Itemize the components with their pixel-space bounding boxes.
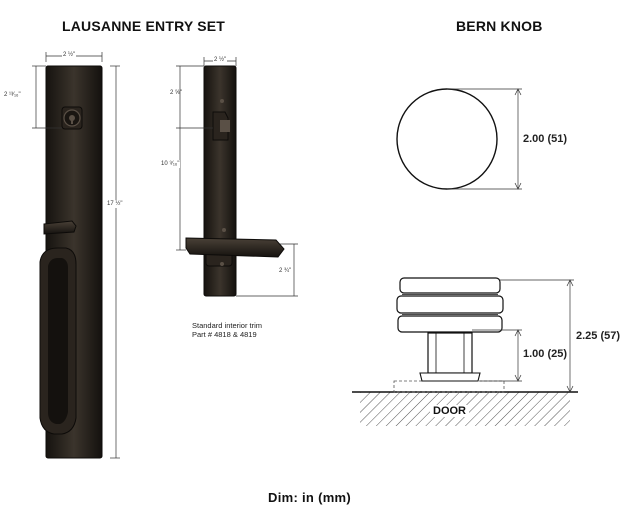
deadbolt-offset-label: 2 ¹³⁄₁₆"	[4, 92, 21, 98]
screw-top	[220, 99, 224, 103]
deadbolt-cylinder	[61, 106, 83, 130]
turn-offset-dim	[176, 65, 213, 129]
knob-side-view	[352, 277, 578, 426]
interior-lever	[185, 237, 285, 267]
knob-diameter-dim	[447, 88, 522, 190]
thumb-piece	[43, 220, 77, 235]
door-label: DOOR	[430, 405, 469, 417]
stem-height-dim	[472, 329, 522, 382]
center-height-label: 10 ⁹⁄₁₆"	[161, 160, 180, 168]
lever-height-label: 2 ¾"	[279, 268, 292, 274]
knob-title: BERN KNOB	[456, 18, 543, 34]
knob-diameter-label: 2.00 (51)	[523, 133, 568, 145]
trim-note-line1: Standard interior trim	[192, 321, 263, 330]
knob-front-view	[396, 88, 522, 190]
overall-height-dim	[110, 65, 120, 459]
lever-height-dim	[236, 243, 298, 297]
overall-height-label: 17 ½"	[107, 200, 123, 208]
entry-set-drawing	[32, 52, 120, 459]
screw-bottom	[220, 262, 224, 266]
center-height-dim	[176, 128, 186, 251]
deadbolt-offset-dim	[32, 65, 62, 129]
knob-projection-label: 2.25 (57)	[576, 330, 621, 342]
rosette-outline	[393, 380, 505, 393]
units-footer: Dim: in (mm)	[268, 490, 352, 505]
screw-mid	[222, 228, 226, 232]
trim-note-line2: Part # 4818 & 4819	[192, 330, 257, 339]
grip-handle	[39, 247, 77, 435]
entry-width-label: 2 ½"	[62, 52, 77, 58]
knob-projection-dim	[500, 279, 574, 393]
entry-set-title: LAUSANNE ENTRY SET	[62, 18, 226, 34]
stem-height-label: 1.00 (25)	[523, 348, 568, 360]
trim-width-label: 2 ½"	[213, 57, 228, 63]
turn-offset-label: 2 ⅝"	[170, 90, 183, 96]
interior-trim-drawing	[176, 57, 298, 297]
